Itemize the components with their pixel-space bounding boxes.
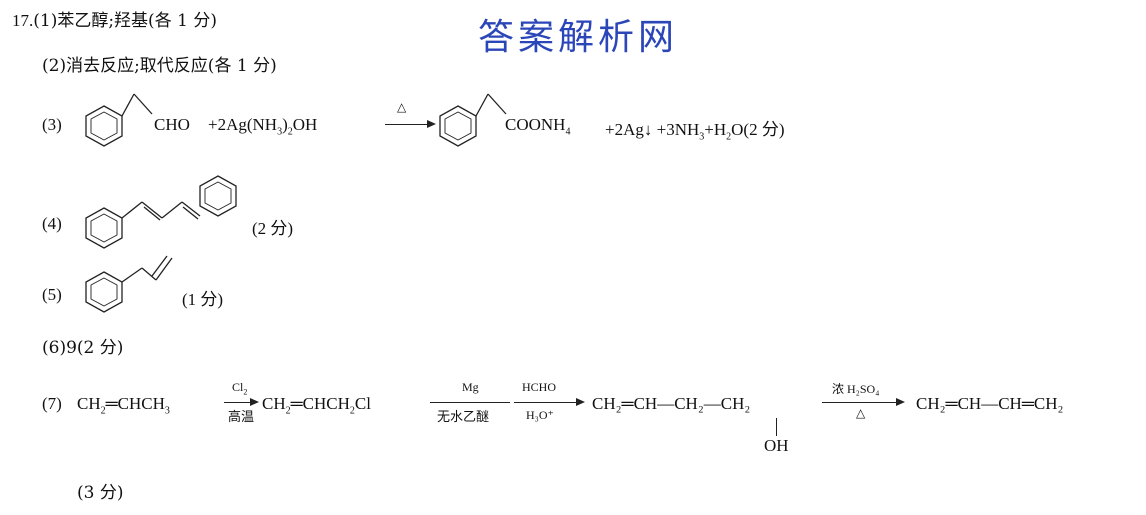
s2-rest: ═CHCH (290, 394, 350, 413)
reagent-sub-2: 2 (287, 126, 293, 138)
s2-text: CH (262, 394, 286, 413)
arrow1-bottom-condition: 高温 (228, 409, 255, 424)
reagent-sub-3: 3 (277, 126, 283, 138)
arrow4-bottom-condition: △ (856, 406, 866, 420)
synthesis-step-3: CH₂═CH—CH₂—CH₂ (592, 394, 751, 413)
water-h: +H (704, 120, 727, 139)
products-rest: +2Ag↓ +3NH3+H2O(2 分) (605, 115, 785, 142)
synthesis-step-1: CH2═CHCH3 (77, 394, 170, 416)
question-number: 17. (12, 11, 34, 30)
reaction-arrow-3-head (427, 120, 436, 128)
oh-bond (776, 418, 777, 436)
arrow4-top-reagent: 浓 H₂SO₄ (832, 382, 880, 396)
benzyl-structure-product (439, 93, 507, 147)
arrow1-top-sub: 2 (243, 387, 248, 397)
answer-5-score: (1 分) (182, 290, 224, 309)
reagent-tollens: +2Ag(NH3)2OH (208, 115, 317, 137)
reaction-condition-heat: △ (397, 100, 407, 114)
water-o-score: O(2 分) (731, 120, 785, 139)
arrow2-top-reagent: Mg (462, 380, 479, 394)
synthesis-arrow-3 (514, 402, 576, 403)
synthesis-step-2: CH2═CHCH2Cl (262, 394, 371, 416)
answer-7-score: (3 分) (77, 482, 123, 504)
s1-sub: 2 (100, 405, 106, 417)
reagent-paren: ) (282, 115, 288, 134)
s2-end: Cl (354, 394, 371, 413)
s1-text: CH (77, 394, 101, 413)
products-rest-text: +2Ag↓ +3NH (605, 120, 700, 139)
water-sub: 2 (726, 131, 732, 143)
answer-7-score-text: (3 分) (77, 483, 124, 503)
arrow2-bottom-condition: 无水乙醚 (437, 409, 490, 424)
synthesis-arrow-1-head (250, 398, 259, 406)
synthesis-arrow-1 (224, 402, 250, 403)
answer-4-score: (2 分) (252, 219, 294, 238)
s1-rest: ═CHCH (105, 394, 165, 413)
nh3-sub: 3 (699, 131, 705, 143)
answer-6-text: (6)9(2 分) (42, 338, 124, 358)
reagent-oh: OH (292, 115, 318, 134)
synthesis-step-3-oh: OH (764, 436, 789, 455)
answer-2-text: (2)消去反应;取代反应(各 1 分) (42, 56, 277, 76)
answer-4-label: (4) (42, 214, 62, 233)
answer-line-2: (2)消去反应;取代反应(各 1 分) (42, 55, 277, 77)
answer-line-6: (6)9(2 分) (42, 337, 123, 359)
benzyl-structure-reactant (85, 93, 153, 147)
watermark-text: 答案解析网 (478, 17, 679, 58)
arrow1-top-reagent: Cl2 (232, 380, 247, 396)
answer-5-label: (5) (42, 285, 62, 304)
product-group-coonh4: COONH4 (505, 115, 570, 137)
synthesis-arrow-2 (430, 402, 510, 403)
synthesis-step-4: CH₂═CH—CH═CH₂ (916, 394, 1064, 413)
product-group-text: COONH (505, 115, 566, 134)
arrow3-bottom-condition: H₃O⁺ (526, 408, 554, 422)
arrow3-top-reagent: HCHO (522, 380, 557, 394)
s2-sub: 2 (285, 405, 291, 417)
answer-3-label: (3) (42, 115, 62, 134)
allylbenzene-structure (85, 255, 173, 313)
arrow1-top-text: Cl (232, 380, 244, 394)
answer-line-1: 17.(1)苯乙醇;羟基(各 1 分) (12, 10, 217, 32)
reaction-arrow-3 (385, 124, 427, 125)
answer-7-label: (7) (42, 394, 62, 413)
answer-1-text: (1)苯乙醇;羟基(各 1 分) (33, 11, 217, 31)
diphenylbutadiene-structure (85, 175, 237, 249)
reactant-group-cho: CHO (154, 115, 190, 134)
product-sub-4: 4 (565, 126, 571, 138)
s2-sub2: 2 (349, 405, 355, 417)
synthesis-arrow-4-head (896, 398, 905, 406)
s1-sub2: 3 (164, 405, 170, 417)
reagent-text: +2Ag(NH (208, 115, 278, 134)
synthesis-arrow-3-head (576, 398, 585, 406)
synthesis-arrow-4 (822, 402, 896, 403)
